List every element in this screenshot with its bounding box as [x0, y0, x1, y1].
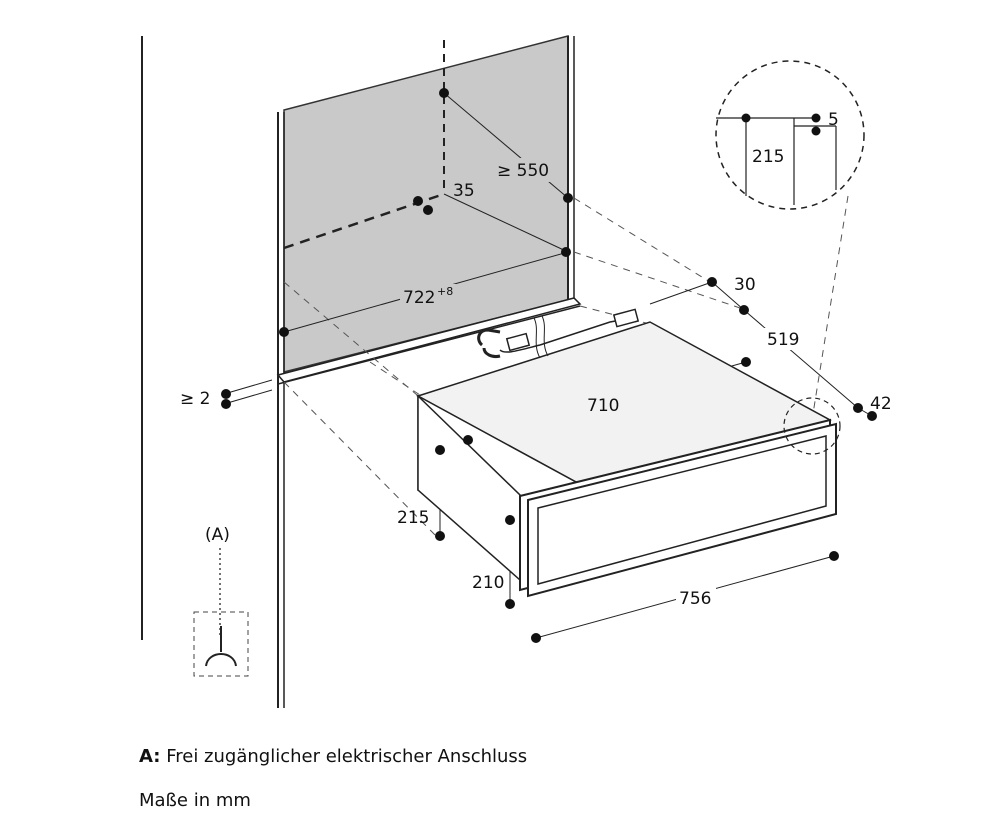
label-bg-710: [584, 394, 624, 416]
dim-gap-2: ≥ 2: [180, 389, 210, 409]
label-bg-722: [400, 284, 456, 308]
dim-756: 756: [679, 589, 711, 609]
depth-line: [443, 193, 569, 253]
projection-lines: [283, 195, 849, 541]
detail-dim-5: 5: [828, 110, 839, 130]
detail-circle: 215 5: [715, 60, 865, 210]
detail-marker-circle: [783, 397, 841, 455]
shelf-edge: [277, 305, 581, 385]
label-bg-519: [764, 328, 804, 350]
niche-shelf: [276, 297, 582, 383]
legend-a-text: Frei zugänglicher elektrischer Anschluss: [166, 746, 528, 767]
legend-a-key: A:: [139, 746, 161, 767]
marker-a-label: (A): [205, 525, 230, 545]
dim-35: 35: [453, 181, 475, 201]
dim-215: 215: [397, 508, 429, 528]
connection-marker: (A): [193, 525, 249, 677]
appliance-box: [416, 321, 837, 598]
dimension-dots: [221, 88, 877, 643]
dim-722-tolerance: +8: [437, 285, 453, 298]
dim-722: 722: [403, 288, 435, 308]
detail-dim-215: 215: [752, 147, 784, 167]
dim-519: 519: [767, 330, 799, 350]
label-bg-550: [494, 158, 550, 182]
legend-connection: A: Frei zugänglicher elektrischer Anschl…: [139, 746, 527, 768]
dim-gap-top: ≥ 550: [497, 161, 549, 181]
dim-30: 30: [734, 275, 756, 295]
niche-back-panel: [283, 35, 569, 373]
power-plug-icon: [477, 308, 640, 359]
legend-units: Maße in mm: [139, 790, 251, 811]
dim-42: 42: [870, 394, 892, 414]
dim-710: 710: [587, 396, 619, 416]
dim-210: 210: [472, 573, 504, 593]
label-bg-756: [676, 588, 716, 610]
